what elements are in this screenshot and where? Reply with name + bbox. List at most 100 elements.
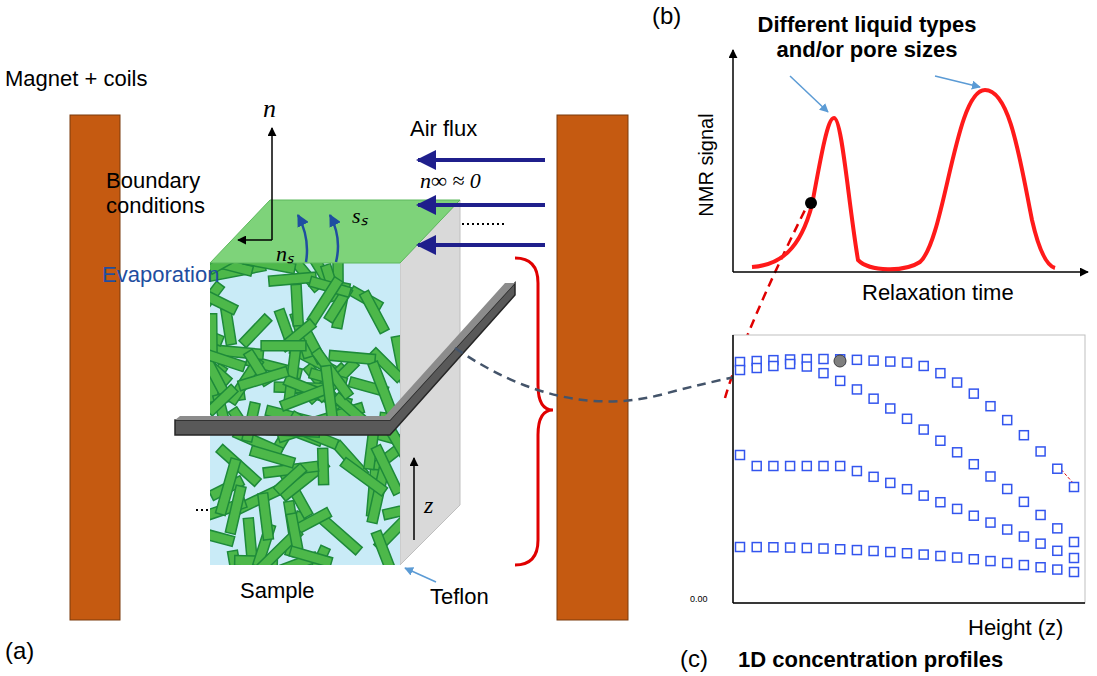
data-marker [869,394,878,403]
data-marker [769,543,778,552]
data-marker [936,498,945,507]
data-marker [769,362,778,371]
fibre [261,341,306,351]
air-flux-arrow [418,243,545,247]
leader-line [935,76,980,87]
fibre [371,530,400,565]
fibre [318,448,329,484]
fibre [210,384,238,416]
data-marker [969,460,978,469]
data-marker [986,518,995,527]
data-marker [886,478,895,487]
fibre [307,277,343,325]
data-marker [903,485,912,494]
curly-brace [515,258,553,565]
leader-line [790,76,828,112]
data-marker [919,425,928,434]
data-marker [802,362,811,371]
teflon-plate [175,283,515,435]
fibre [210,287,238,315]
annotation: Different liquid types and/or pore sizes [752,12,982,63]
data-marker [953,378,962,387]
data-marker [919,550,928,559]
data-marker [1036,510,1045,519]
data-marker [1070,538,1079,547]
magnet-right [557,115,628,620]
process-label: Evaporation [102,262,219,287]
data-marker [736,543,745,552]
data-marker [886,404,895,413]
dotted-edge [462,223,505,225]
data-marker [819,355,828,364]
data-marker [936,436,945,445]
data-marker [1053,524,1062,533]
leader-line [405,568,436,582]
fibre [340,458,387,497]
data-marker [903,414,912,423]
data-marker [936,369,945,378]
data-marker [986,402,995,411]
data-dot [834,355,846,367]
part-label: Magnet + coils [5,66,147,91]
data-marker [852,355,861,364]
y-axis [732,50,734,272]
air-flux-arrow [418,158,545,162]
data-marker [752,543,761,552]
data-marker [953,553,962,562]
data-marker [986,472,995,481]
boundary-value: n∞ ≈ 0 [420,168,481,193]
teflon-plate-top [175,283,515,420]
data-marker [1053,546,1062,555]
data-marker [852,467,861,476]
data-marker [869,547,878,556]
data-marker [819,369,828,378]
data-marker [886,548,895,557]
tick-label: 0.00 [690,594,708,604]
data-marker [953,504,962,513]
data-marker [869,356,878,365]
data-marker [819,544,828,553]
fibre [225,485,246,534]
data-marker [869,472,878,481]
fibre [289,546,333,565]
data-marker [1019,497,1028,506]
air-flux-arrow [418,203,545,207]
panel-label: (c) [680,645,708,673]
data-marker [919,361,928,370]
data-marker [1003,559,1012,568]
fibre [321,365,338,421]
fibre [250,446,296,468]
data-marker [1036,563,1045,572]
data-marker [1019,561,1028,570]
dotted-edge [196,509,210,511]
axis-title: Height (z) [968,615,1063,640]
fibre [382,501,400,519]
panel-label: (b) [652,2,681,30]
panel-label: (a) [5,637,34,665]
data-marker [969,389,978,398]
data-marker [802,544,811,553]
data-marker [819,462,828,471]
data-marker [1003,525,1012,534]
data-marker [886,357,895,366]
fibre [273,463,306,495]
sample-top [210,200,460,263]
data-marker [986,557,995,566]
fibre [368,361,396,414]
fibre [291,284,303,326]
relaxation-curve [752,90,1055,269]
data-marker [836,376,845,385]
data-marker [752,462,761,471]
surface-axis [238,239,272,241]
surface-symbol: sₛ [352,203,368,228]
data-marker [1070,483,1079,492]
data-marker [786,543,795,552]
data-dot [805,197,817,209]
fibre-texture [210,263,400,565]
data-marker [769,462,778,471]
data-marker [1003,485,1012,494]
axis-symbol: nₛ [276,241,294,266]
